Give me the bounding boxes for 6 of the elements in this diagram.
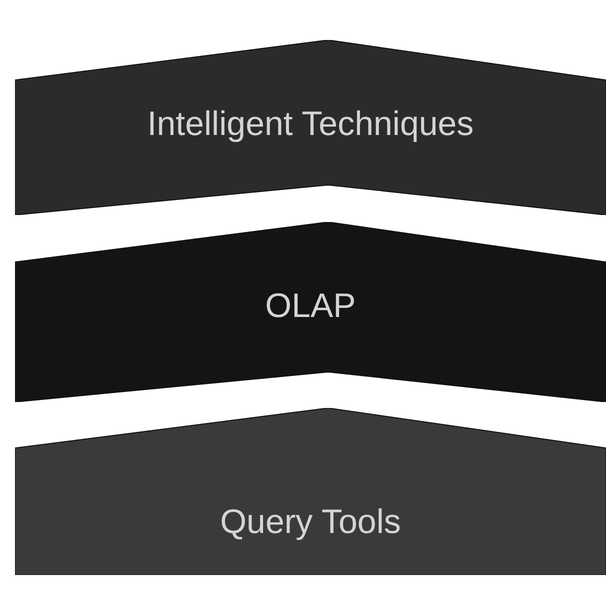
layer-label: OLAP: [264, 287, 357, 326]
layer-label: Query Tools: [219, 503, 402, 542]
layer-label: Intelligent Techniques: [146, 105, 475, 144]
layer-block: [15, 408, 606, 575]
layer-block: [15, 40, 606, 215]
layer-block: [15, 222, 606, 402]
